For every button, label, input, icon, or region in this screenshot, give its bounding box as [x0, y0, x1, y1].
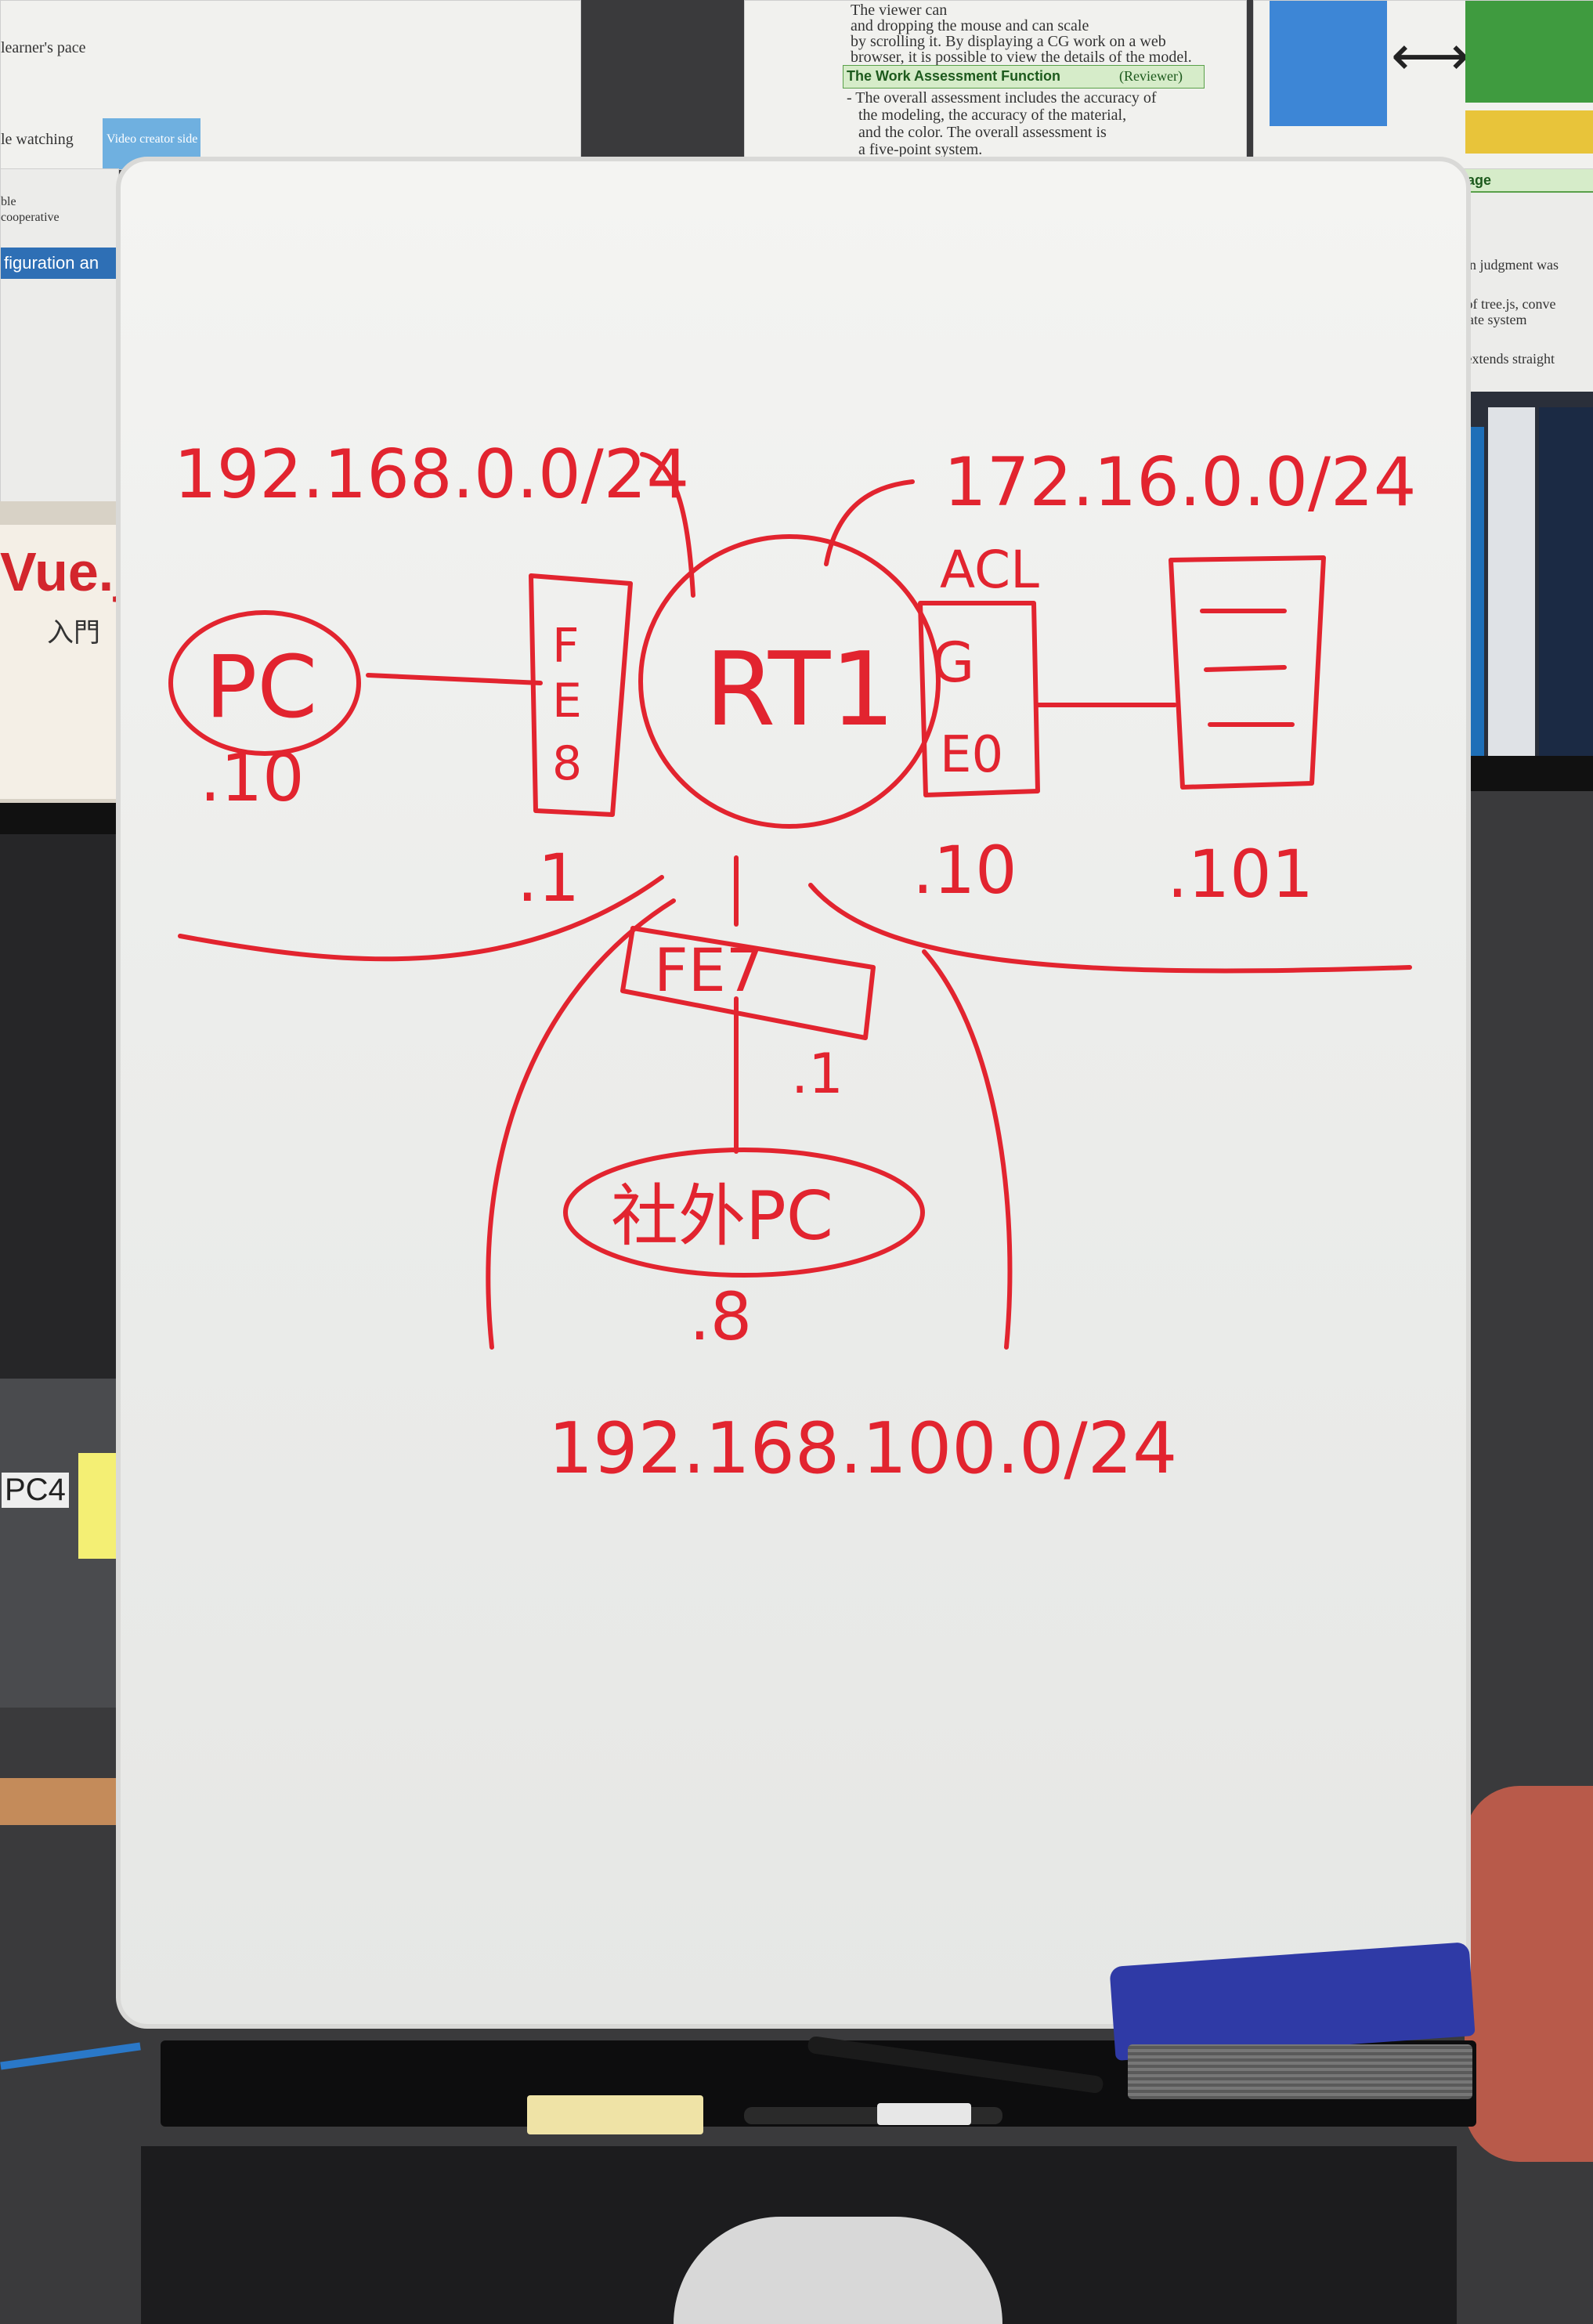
chair — [1465, 1786, 1593, 2162]
acl-label: ACL — [940, 540, 1039, 600]
network-left-label: 192.168.0.0/24 — [174, 436, 689, 514]
fe8-label: F — [552, 619, 580, 674]
pc-label: PC — [205, 637, 317, 737]
router-node — [638, 534, 941, 829]
config-heading-bar — [1, 248, 118, 279]
assessment-heading-tag: (Reviewer) — [1119, 68, 1183, 84]
fe7-interface-box — [620, 926, 876, 1040]
link-pc-fe8 — [366, 673, 543, 685]
diagram-box-yellow — [1465, 110, 1593, 154]
assessment-body: and the color. The overall assessment is — [858, 124, 1107, 141]
segment-divider — [486, 898, 676, 1350]
white-mouse — [674, 2217, 1002, 2324]
assessment-body: - The overall assessment includes the ac… — [847, 89, 1157, 107]
center-poster-line: browser, it is possible to view the deta… — [851, 49, 1192, 66]
marker-label — [877, 2103, 971, 2125]
eraser-felt — [1128, 2044, 1472, 2099]
assessment-body: the modeling, the accuracy of the materi… — [858, 107, 1127, 124]
assessment-heading: The Work Assessment Function — [847, 68, 1061, 84]
fe8-interface-box — [529, 573, 633, 817]
server-line — [1204, 665, 1287, 672]
segment-divider — [808, 883, 1412, 974]
segment-divider — [178, 875, 664, 962]
double-arrow: ⟷ — [1391, 23, 1470, 88]
left-poster-text: learner's pace — [1, 39, 86, 56]
center-poster-line: and dropping the mouse and can scale — [851, 17, 1089, 34]
wooden-desk — [0, 1778, 117, 1825]
video-creator-label: Video creator side — [107, 132, 198, 146]
external-pc-label: 社外PC — [611, 1177, 833, 1256]
fe8-label: 8 — [552, 736, 582, 791]
ge0-host-label: .10 — [912, 832, 1017, 909]
ge0-label: E0 — [940, 726, 1003, 784]
right-poster-text: lision judgment was — [1445, 257, 1559, 273]
fe7-label: FE7 — [654, 935, 764, 1005]
right-book-grey — [1488, 407, 1535, 756]
right-poster-text: hat extends straight — [1445, 351, 1555, 367]
external-pc-node — [563, 1148, 925, 1278]
external-pc-host-label: .8 — [689, 1278, 752, 1355]
left-poster-text: cooperative — [1, 211, 60, 224]
left-poster-text: ble — [1, 195, 16, 208]
fe7-host-label: .1 — [791, 1042, 843, 1106]
left-dark-area — [0, 834, 117, 1382]
center-poster-line: The viewer can — [851, 2, 948, 19]
left-poster-text: le watching — [1, 131, 74, 148]
pc-node — [168, 610, 361, 756]
whiteboard — [116, 157, 1471, 2029]
segment-divider — [922, 949, 1013, 1350]
sponge-eraser — [527, 2095, 703, 2134]
network-bottom-label: 192.168.100.0/24 — [548, 1408, 1177, 1490]
fe8-host-label: .1 — [517, 840, 580, 916]
assessment-heading-bar — [843, 65, 1205, 89]
router-stub — [640, 452, 695, 598]
server-host-label: .101 — [1167, 836, 1313, 913]
config-heading: figuration an — [4, 254, 99, 273]
assessment-body: a five-point system. — [858, 141, 983, 158]
center-poster-line: by scrolling it. By displaying a CG work… — [851, 33, 1166, 50]
server-node — [1169, 555, 1326, 790]
right-book-dark — [1539, 407, 1593, 756]
right-poster: ⟷ — [1253, 0, 1593, 174]
ge0-label: G — [932, 631, 974, 695]
fe8-label: E — [552, 674, 582, 728]
left-shelf — [0, 803, 117, 834]
diagram-box-green — [1465, 1, 1593, 103]
right-poster-text: ass of tree.js, conve — [1445, 296, 1556, 312]
case-label: PC4 — [2, 1473, 69, 1508]
ge0-interface-box — [918, 601, 1040, 797]
pc-host-label: .10 — [200, 739, 305, 816]
router-label: RT1 — [705, 630, 895, 749]
diagram-box-blue — [1270, 1, 1387, 126]
router-stub — [824, 479, 915, 566]
vue-book-sub: 入門 — [47, 617, 100, 649]
center-poster: The viewer can and dropping the mouse an… — [744, 0, 1247, 166]
left-poster: learner's pace le watching Video creator… — [0, 0, 581, 170]
network-right-label: 172.16.0.0/24 — [944, 443, 1416, 522]
